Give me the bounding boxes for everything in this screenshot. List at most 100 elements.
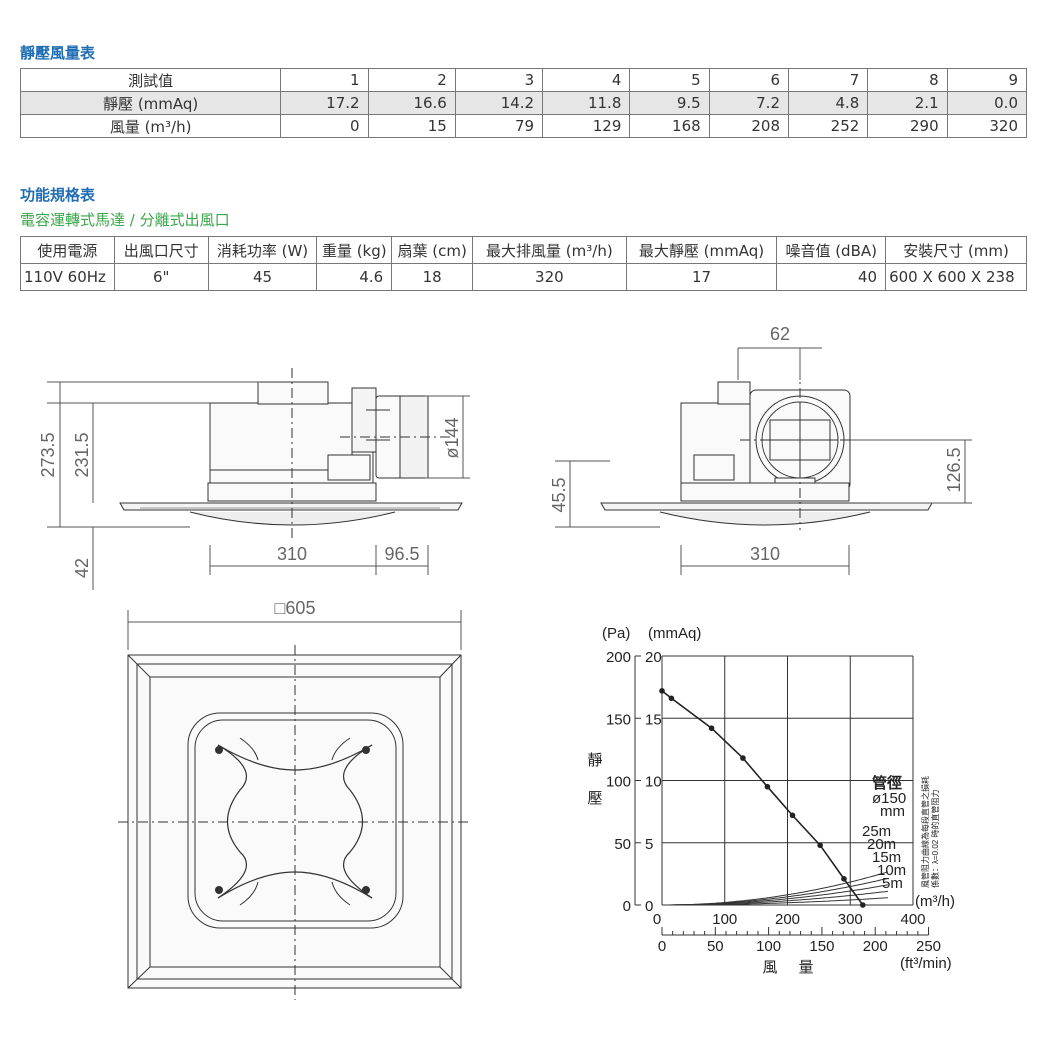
table-cell: 最大靜壓 (mmAq) — [625, 236, 778, 264]
mmaq-tick-label: 5 — [645, 836, 653, 853]
pq-data-point — [740, 755, 746, 761]
x-tick-label-cfm: 250 — [916, 938, 941, 955]
pq-data-point — [860, 902, 866, 908]
table-cell: 11.8 — [542, 91, 631, 115]
table-cell: 6 — [708, 68, 790, 92]
table-cell: 320 — [946, 114, 1028, 138]
x-tick-label-cfm: 0 — [658, 938, 666, 955]
pa-tick-label: 200 — [606, 649, 631, 666]
table-cell: 4.8 — [787, 91, 869, 115]
table-cell: 9.5 — [629, 91, 710, 115]
dim-top-width: 62 — [770, 324, 790, 344]
pa-tick-label: 0 — [623, 898, 631, 915]
dim-body-width: 310 — [277, 544, 307, 564]
duct-curve-label: 25m — [862, 823, 891, 840]
pq-data-point — [764, 783, 771, 790]
pa-tick-label: 150 — [606, 711, 631, 728]
static-pressure-table: 測試值 1 2 3 4 5 6 7 8 9 靜壓 (mmAq) 17.2 16.… — [19, 68, 1028, 138]
side-view-left — [47, 368, 470, 590]
dim-body-height: 231.5 — [72, 432, 92, 477]
table-row: 110V 60Hz 6" 45 4.6 18 320 17 40 600 X 6… — [20, 263, 1027, 291]
mmaq-tick-label: 10 — [645, 774, 662, 791]
table-cell: 安裝尺寸 (mm) — [885, 236, 1027, 264]
spec-table: 使用電源 出風口尺寸 消耗功率 (W) 重量 (kg) 扇葉 (cm) 最大排風… — [20, 236, 1027, 291]
table-cell: 129 — [542, 114, 631, 138]
y-axis-label-char: 壓 — [587, 790, 602, 807]
table-cell: 噪音值 (dBA) — [776, 236, 887, 264]
mmaq-tick-label: 0 — [645, 898, 653, 915]
x-tick-label-m3h: 400 — [900, 911, 925, 928]
table-cell: 15 — [367, 114, 456, 138]
dim-side-height: 45.5 — [549, 477, 569, 512]
table-cell: 252 — [787, 114, 869, 138]
table-cell: 18 — [391, 263, 474, 291]
table-row: 靜壓 (mmAq) 17.2 16.6 14.2 11.8 9.5 7.2 4.… — [19, 91, 1028, 115]
duct-curve — [662, 897, 888, 906]
mmaq-tick-label: 15 — [645, 711, 662, 728]
table-cell: 0 — [280, 114, 369, 138]
duct-curve-label: 5m — [882, 875, 903, 892]
duct-diameter-value: ø150 — [872, 790, 906, 807]
table-cell: 600 X 600 X 238 — [885, 263, 1027, 291]
pq-data-point — [668, 695, 675, 702]
mmaq-unit-label: (mmAq) — [648, 625, 701, 642]
y-axis-label-char: 靜 — [587, 752, 602, 769]
table-cell: 16.6 — [367, 91, 456, 115]
table-cell: 4.6 — [316, 263, 393, 291]
side-view-right — [555, 347, 972, 575]
table-cell: 45 — [207, 263, 318, 291]
table-cell: 重量 (kg) — [316, 236, 393, 264]
table-cell: 17 — [625, 263, 778, 291]
dim-plan-size: □605 — [275, 598, 316, 618]
table-header-row: 測試值 1 2 3 4 5 6 7 8 9 — [19, 68, 1028, 92]
table-cell: 290 — [867, 114, 948, 138]
dim-bottom-height: 42 — [72, 558, 92, 578]
chart-note-1: 風管阻力曲線為每段直管之損耗 — [920, 776, 930, 888]
x-tick-label-m3h: 100 — [712, 911, 737, 928]
pq-data-point — [789, 812, 796, 819]
pq-data-point — [817, 842, 823, 849]
section-title-static-pressure: 靜壓風量表 — [20, 44, 96, 62]
duct-diameter-unit: mm — [880, 803, 905, 820]
table-cell: 風量 (m³/h) — [19, 114, 282, 138]
x-tick-label-m3h: 200 — [775, 911, 800, 928]
pa-tick-label: 100 — [606, 774, 631, 791]
x-axis-label-char: 風 — [762, 959, 777, 976]
x-axis-label-char: 量 — [798, 959, 813, 976]
pq-data-point — [841, 876, 847, 882]
dim-total-height: 273.5 — [38, 432, 58, 477]
dim-right-height: 126.5 — [944, 447, 964, 492]
x-unit-top: (m³/h) — [915, 893, 955, 910]
pq-data-point — [659, 688, 665, 694]
x-tick-label-m3h: 300 — [838, 911, 863, 928]
x-tick-label-cfm: 200 — [863, 938, 888, 955]
dim-side-width: 310 — [750, 544, 780, 564]
x-tick-label-cfm: 150 — [809, 938, 834, 955]
table-cell: 使用電源 — [20, 236, 115, 264]
table-cell: 40 — [776, 263, 887, 291]
dim-outlet-width: 96.5 — [384, 544, 419, 564]
table-cell: 消耗功率 (W) — [207, 236, 318, 264]
pa-tick-label: 50 — [614, 836, 631, 853]
table-header-row: 使用電源 出風口尺寸 消耗功率 (W) 重量 (kg) 扇葉 (cm) 最大排風… — [20, 236, 1027, 264]
chart-note-2: 係數：λ=0.02 時的直管阻力 — [930, 790, 940, 888]
pq-data-point — [708, 725, 715, 732]
table-cell: 6" — [113, 263, 209, 291]
table-cell: 17.2 — [280, 91, 369, 115]
dim-outlet-diameter: ø144 — [442, 417, 462, 458]
x-tick-label-cfm: 50 — [707, 938, 724, 955]
mmaq-tick-label: 20 — [645, 649, 662, 666]
duct-curve-label: 10m — [877, 862, 906, 879]
section-subtitle-spec: 電容運轉式馬達 / 分離式出風口 — [20, 211, 230, 229]
plan-view — [118, 610, 472, 1000]
table-cell: 5 — [629, 68, 710, 92]
duct-curve-label: 15m — [872, 849, 901, 866]
section-title-spec: 功能規格表 — [20, 186, 96, 204]
pq-curve — [661, 690, 864, 906]
x-tick-label-m3h: 0 — [653, 911, 661, 928]
pa-unit-label: (Pa) — [602, 625, 630, 642]
table-row: 風量 (m³/h) 0 15 79 129 168 208 252 290 32… — [19, 114, 1028, 138]
table-cell: 最大排風量 (m³/h) — [472, 236, 627, 264]
